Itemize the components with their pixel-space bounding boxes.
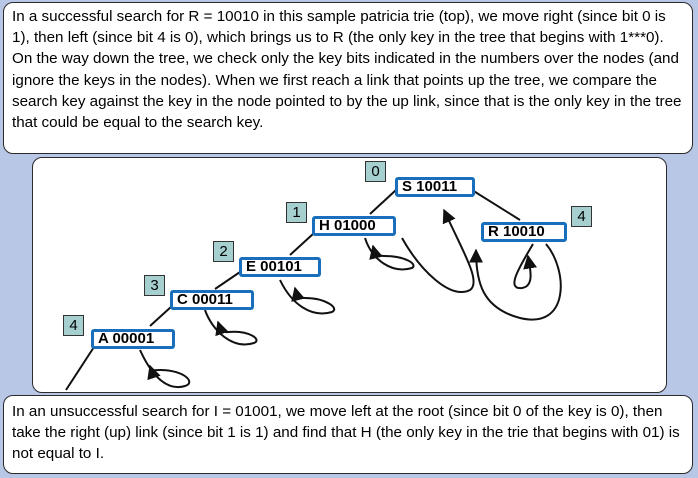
bit-index-r: 4 <box>571 206 592 227</box>
top-caption: In a successful search for R = 10010 in … <box>3 2 693 154</box>
link-a-null <box>65 346 95 391</box>
uplink-a-self <box>139 349 191 389</box>
bit-index-e: 2 <box>213 241 234 262</box>
node-a: A 00001 <box>91 329 175 349</box>
uplink-h-to-s <box>401 208 475 293</box>
bottom-caption: In an unsuccessful search for I = 01001,… <box>3 395 693 474</box>
uplink-c-self <box>204 309 258 346</box>
bit-index-a: 4 <box>63 315 84 336</box>
uplink-r-to-s <box>469 243 562 321</box>
node-c: C 00011 <box>170 290 254 310</box>
node-e: E 00101 <box>239 257 321 277</box>
link-e-c <box>214 271 241 290</box>
bit-index-s: 0 <box>365 161 386 182</box>
node-r: R 10010 <box>481 222 567 242</box>
uplink-r-self <box>513 243 537 290</box>
link-h-e <box>289 233 314 256</box>
uplink-e-self <box>279 279 335 315</box>
link-c-a <box>149 305 173 327</box>
bit-index-h: 1 <box>286 202 307 223</box>
trie-diagram-panel <box>32 157 667 393</box>
node-s: S 10011 <box>395 177 475 197</box>
node-h: H 01000 <box>312 216 396 236</box>
uplink-h-self <box>364 237 415 271</box>
link-s-r <box>471 189 521 221</box>
bit-index-c: 3 <box>144 275 165 296</box>
link-s-h <box>369 189 397 215</box>
